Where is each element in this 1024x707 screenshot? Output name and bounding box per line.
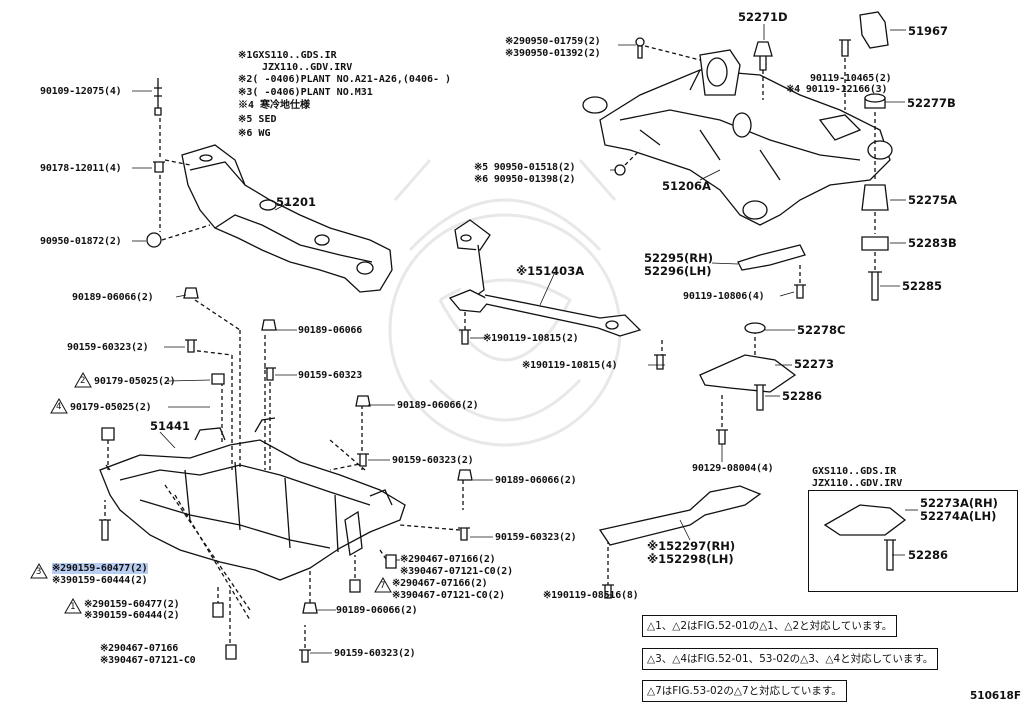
part-label[interactable]: ※290467-07166(2) <box>392 578 488 589</box>
part-label-main[interactable]: 51967 <box>908 24 949 38</box>
part-label[interactable]: 90189-06066(2) <box>397 400 479 411</box>
condition-note-1: ※1GXS110..GDS.IR <box>238 50 337 61</box>
part-label[interactable]: ※290159-60477(2) <box>84 599 180 610</box>
part-label[interactable]: 90159-60323 <box>298 370 363 381</box>
stay-bolts <box>459 284 806 370</box>
part-label[interactable]: ※390467-07121-C0(2) <box>392 590 505 601</box>
crossmember-51201 <box>181 144 393 293</box>
part-label[interactable]: 90178-12011(4) <box>40 163 122 174</box>
part-label[interactable]: 90119-10806(4) <box>683 291 765 302</box>
part-label[interactable]: 90159-60323(2) <box>392 455 474 466</box>
part-label[interactable]: 90109-12075(4) <box>40 86 122 97</box>
condition-note-4: ※4 寒冷地仕様 <box>238 100 311 111</box>
dash-lines-right <box>464 45 876 585</box>
part-label-main[interactable]: 52283B <box>908 236 957 250</box>
dash-lines-left <box>159 118 211 241</box>
legend-note-3: △7はFIG.53-02の△7と対応しています。 <box>642 680 847 702</box>
part-label-main[interactable]: 52296(LH) <box>644 264 712 278</box>
part-label[interactable]: 90189-06066(2) <box>336 605 418 616</box>
part-label[interactable]: ※190119-10815(2) <box>483 333 579 344</box>
part-label-main[interactable]: 52277B <box>907 96 956 110</box>
part-label-main[interactable]: 51206A <box>662 179 711 193</box>
part-label[interactable]: ※290467-07166 <box>100 643 179 654</box>
bolts-left-top <box>146 78 165 248</box>
part-label-main[interactable]: 52274A(LH) <box>920 509 997 523</box>
part-label[interactable]: ※390467-07121-C0 <box>100 655 196 666</box>
brace-52297 <box>598 485 762 546</box>
part-label[interactable]: ※4 90119-12166(3) <box>786 84 888 95</box>
washer-52278C <box>744 322 766 334</box>
dash-lines-cover <box>104 299 464 655</box>
legend-note-2: △3、△4はFIG.52-01、53-02の△3、△4と対応しています。 <box>642 648 939 670</box>
part-label-main[interactable]: 52286 <box>782 389 823 403</box>
part-label[interactable]: ※290467-07166(2) <box>400 554 496 565</box>
part-label[interactable]: 90159-60323(2) <box>334 648 416 659</box>
part-label[interactable]: ※5 90950-01518(2) <box>474 162 576 173</box>
inset-bracket <box>823 504 907 571</box>
bolt-52286a <box>754 384 766 411</box>
legend-note-1: △1、△2はFIG.52-01の△1、△2と対応しています。 <box>642 615 898 637</box>
part-label[interactable]: 90189-06066 <box>298 325 363 336</box>
part-label-main[interactable]: 52285 <box>902 279 943 293</box>
under-cover-51441 <box>99 417 406 581</box>
condition-note-1b: JZX110..GDV.IRV <box>262 62 353 73</box>
condition-note-2: ※2( -0406)PLANT NO.A21-A26,(0406- ) <box>238 74 452 85</box>
part-label[interactable]: ※190119-08516(8) <box>543 590 639 601</box>
part-label-main[interactable]: 51201 <box>276 195 317 209</box>
stay-51403A <box>448 219 642 337</box>
part-label[interactable]: ※190119-10815(4) <box>522 360 618 371</box>
part-label[interactable]: ※6 90950-01398(2) <box>474 174 576 185</box>
subframe-fasteners <box>614 11 889 301</box>
part-label[interactable]: ※390950-01392(2) <box>505 48 601 59</box>
part-label[interactable]: 90179-05025(2) <box>94 376 176 387</box>
part-label[interactable]: 90119-10465(2) <box>810 73 892 84</box>
part-label[interactable]: 90159-60323(2) <box>67 342 149 353</box>
part-label[interactable]: 90189-06066(2) <box>72 292 154 303</box>
inset-title: GXS110..GDS.IR <box>812 466 897 477</box>
bolt-90129 <box>716 429 728 445</box>
condition-note-6: ※6 WG <box>238 128 271 139</box>
leader-lines <box>132 24 918 654</box>
part-label-highlighted[interactable]: ※290159-60477(2) <box>52 563 148 574</box>
part-label[interactable]: 90159-60323(2) <box>495 532 577 543</box>
part-label[interactable]: ※390467-07121-C0(2) <box>400 566 513 577</box>
part-label[interactable]: ※290950-01759(2) <box>505 36 601 47</box>
part-label-main[interactable]: 52278C <box>797 323 846 337</box>
part-label-main[interactable]: 51441 <box>150 419 191 433</box>
part-label-main[interactable]: 52286 <box>908 548 949 562</box>
part-label-main[interactable]: ※152297(RH) <box>647 539 736 553</box>
part-label-main[interactable]: ※151403A <box>516 264 585 278</box>
inset-frame <box>808 490 1018 592</box>
part-label-main[interactable]: 52273A(RH) <box>920 496 998 510</box>
part-label[interactable]: ※390159-60444(2) <box>84 610 180 621</box>
part-label[interactable]: 90950-01872(2) <box>40 236 122 247</box>
subframe-51206A <box>582 49 893 226</box>
condition-note-3: ※3( -0406)PLANT NO.M31 <box>238 87 373 98</box>
part-label[interactable]: 90129-08004(4) <box>692 463 774 474</box>
part-label[interactable]: 90179-05025(2) <box>70 402 152 413</box>
part-label-main[interactable]: 52273 <box>794 357 835 371</box>
part-label-main[interactable]: ※152298(LH) <box>647 552 734 566</box>
inset-title-b: JZX110..GDV.IRV <box>812 478 903 489</box>
cover-fasteners <box>99 287 473 663</box>
part-label[interactable]: 90189-06066(2) <box>495 475 577 486</box>
brace-52295 <box>737 244 806 271</box>
bracket-52273 <box>699 354 797 393</box>
part-label-main[interactable]: 52271D <box>738 10 788 24</box>
part-label[interactable]: ※390159-60444(2) <box>52 575 148 586</box>
part-label-main[interactable]: 52295(RH) <box>644 251 713 265</box>
part-label-main[interactable]: 52275A <box>908 193 957 207</box>
condition-note-5: ※5 SED <box>238 114 277 125</box>
figure-code: 510618F <box>970 690 1022 702</box>
watermark <box>388 159 622 447</box>
